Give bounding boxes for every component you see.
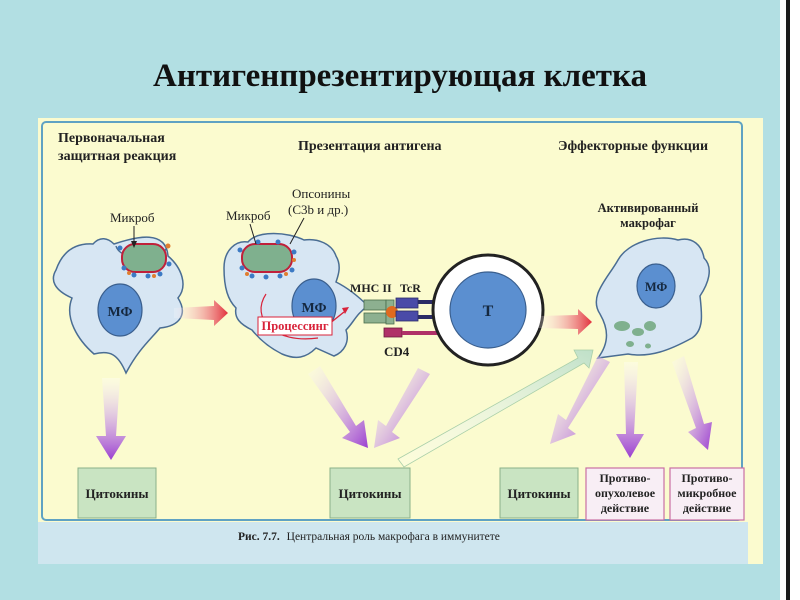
t-cell-label: T [483,303,494,320]
figure-caption: Рис. 7.7. Центральная роль макрофага в и… [238,531,500,543]
microbe-2 [237,239,297,280]
caption-strip [38,522,748,564]
microbe-2-label: Микроб [226,208,271,223]
figure-caption-prefix: Рис. 7.7. [238,531,280,543]
processing-label: Процессинг [261,319,328,333]
arrow-purple-5 [616,362,644,458]
cytokines-box-2 [329,467,411,519]
processing-box [257,316,333,336]
figure-caption-text: Центральная роль макрофага в иммунитете [287,531,500,543]
slide-title: Антигенпрезентирующая клетка [153,58,647,94]
mhc-tcr-complex [363,297,446,338]
antimicrobial-line2: микробное [678,486,738,500]
antimicrobial-line1: Противо- [681,471,732,485]
arrow-purple-1 [96,378,126,460]
arrow-purple-2 [308,366,368,448]
antimicrobial-box [669,467,745,521]
microbe-1-pointer-head [131,241,137,248]
processing-arrow-head [342,307,349,314]
arrow-purple-4 [550,356,610,444]
cytokines-box-3 [499,467,579,519]
cd4-label: CD4 [384,344,410,359]
opsonins-label-line2: (C3b и др.) [288,202,348,217]
microbe-1 [117,243,172,279]
cytokines-box-2-label: Цитокины [339,486,402,501]
antitumor-line1: Противо- [599,471,650,485]
section-primary-line1: Первоначальная [58,131,165,146]
t-cell-nucleus [449,271,527,349]
macrophage-figure: Первоначальная защитная реакция Презента… [38,118,763,564]
macrophage-3-nucleus [636,263,676,309]
macrophage-1-nucleus-label: МФ [107,305,132,320]
cytokines-box-1-label: Цитокины [86,486,149,501]
arrow-green-feedback [397,349,594,468]
figure-frame [41,121,743,521]
antitumor-line2: опухолевое [595,486,656,500]
slide-right-border [786,0,790,600]
section-effector: Эффекторные функции [558,139,708,154]
cytokines-box-3-label: Цитокины [508,486,571,501]
macrophage-1-nucleus [97,283,143,337]
section-primary-line2: защитная реакция [58,149,177,164]
granules [614,321,656,349]
opsonins-label-line1: Опсонины [292,186,350,201]
slide-right-margin [780,0,800,600]
opsonins-pointer [289,217,305,245]
macrophage-2-nucleus-label: МФ [301,301,326,316]
antitumor-box [585,467,665,521]
macrophage-3-nucleus-label: МФ [645,280,668,294]
microbe-2-pointer [249,223,257,245]
arrow-purple-3 [374,368,430,448]
activated-macrophage-label-line2: макрофаг [620,216,676,230]
arrow-purple-6 [672,356,712,450]
mhc2-label: MHC II [350,281,392,295]
antitumor-line3: действие [601,501,650,515]
tcr-label: TcR [400,281,421,295]
arrow-red-1 [174,300,228,326]
cytokines-box-1 [77,467,157,519]
section-presentation: Презентация антигена [298,139,442,154]
antimicrobial-line3: действие [683,501,732,515]
microbe-1-label: Микроб [110,210,155,225]
activated-macrophage-label-line1: Активированный [598,201,699,215]
arrow-red-2 [538,309,592,335]
